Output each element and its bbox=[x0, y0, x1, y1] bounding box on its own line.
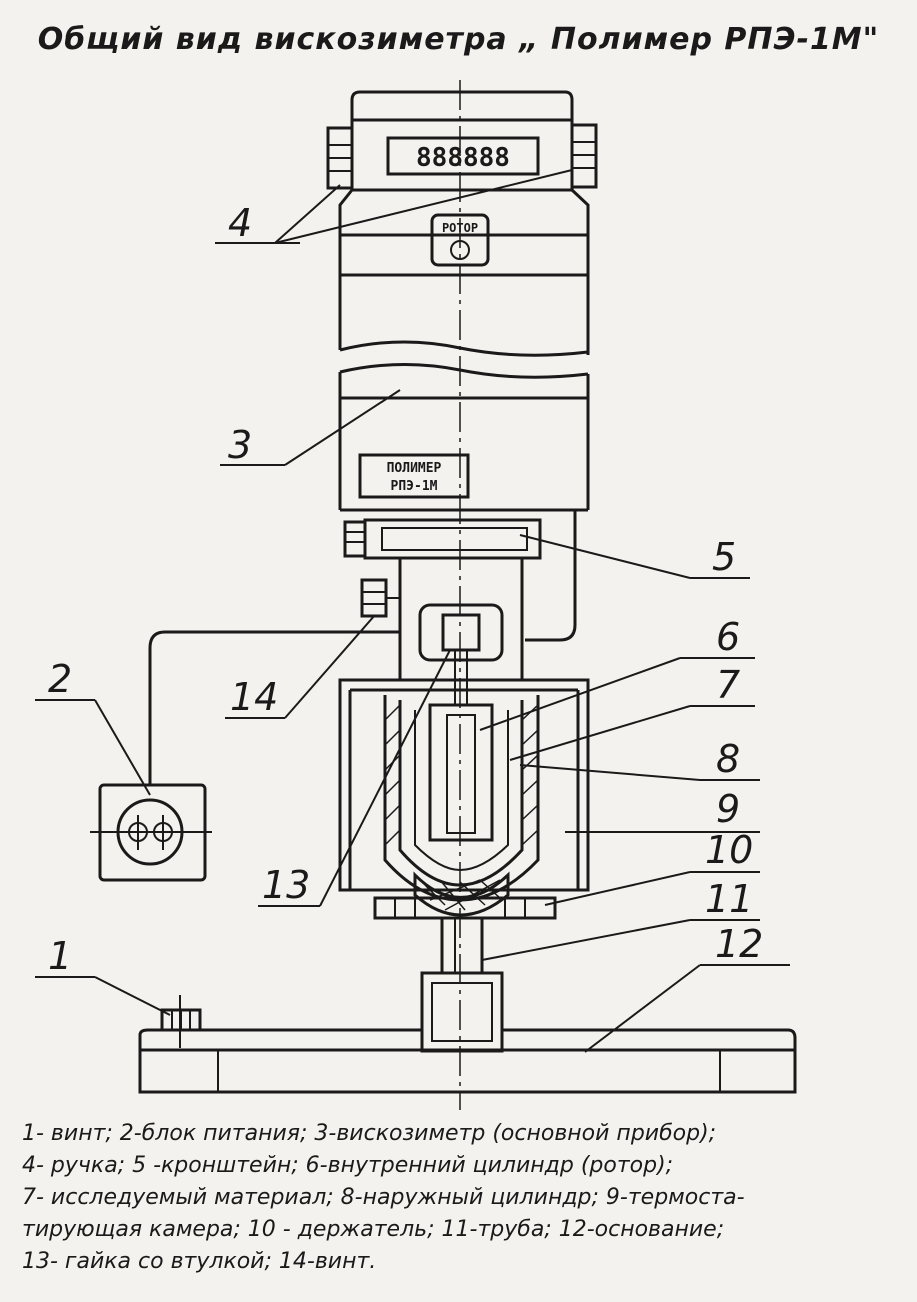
screw-1 bbox=[160, 995, 202, 1048]
callout-3: 3 bbox=[228, 423, 252, 467]
callout-10: 10 bbox=[705, 828, 753, 872]
callout-12: 12 bbox=[715, 922, 763, 966]
bracket bbox=[343, 508, 577, 642]
screw-14 bbox=[360, 578, 400, 618]
digital-display bbox=[386, 136, 540, 176]
holder bbox=[413, 871, 510, 917]
power-block bbox=[90, 783, 212, 882]
callout-9: 9 bbox=[716, 787, 740, 831]
inner-cylinder bbox=[428, 703, 494, 842]
viscometer-body: РОТОР ПОЛИМЕР РПЭ-1М bbox=[338, 213, 590, 512]
callout-7: 7 bbox=[716, 663, 740, 707]
neck bbox=[398, 558, 524, 705]
outer-cylinder-hatching bbox=[384, 704, 539, 846]
legend-line: 7- исследуемый материал; 8-наружный цили… bbox=[22, 1185, 745, 1210]
base bbox=[138, 971, 797, 1094]
right-handle bbox=[570, 123, 598, 189]
tube bbox=[440, 916, 484, 975]
leader-lines bbox=[35, 169, 790, 1053]
head-unit: 888888 bbox=[326, 90, 598, 237]
rotor-button-label: РОТОР bbox=[442, 221, 478, 235]
legend-line: 4- ручка; 5 -кронштейн; 6-внутренний цил… bbox=[22, 1153, 674, 1178]
callout-4: 4 bbox=[228, 201, 252, 245]
legend: 1- винт; 2-блок питания; 3-вискозиметр (… bbox=[22, 1118, 902, 1278]
display-digits: 888888 bbox=[416, 143, 510, 173]
callout-11: 11 bbox=[705, 877, 753, 921]
diagram-title: Общий вид вискозиметра „ Полимер РПЭ-1М" bbox=[37, 22, 880, 57]
rotor-button bbox=[430, 213, 490, 267]
callout-5: 5 bbox=[712, 535, 736, 579]
power-cable bbox=[148, 630, 400, 785]
nameplate bbox=[358, 453, 470, 499]
callout-13: 13 bbox=[262, 863, 310, 907]
legend-line: тирующая камера; 10 - держатель; 11-труб… bbox=[22, 1217, 725, 1242]
callout-14: 14 bbox=[230, 675, 278, 719]
callout-8: 8 bbox=[716, 737, 740, 781]
nameplate-line2: РПЭ-1М bbox=[391, 479, 438, 494]
rotor-knob-icon bbox=[450, 240, 470, 260]
legend-line: 13- гайка со втулкой; 14-винт. bbox=[22, 1249, 377, 1274]
left-handle bbox=[326, 126, 354, 190]
nameplate-line1: ПОЛИМЕР bbox=[387, 461, 442, 476]
callout-1: 1 bbox=[48, 934, 72, 978]
legend-line: 1- винт; 2-блок питания; 3-вискозиметр (… bbox=[22, 1121, 717, 1146]
callout-6: 6 bbox=[716, 615, 740, 659]
callout-2: 2 bbox=[48, 657, 72, 701]
thermostat-chamber bbox=[338, 678, 590, 917]
